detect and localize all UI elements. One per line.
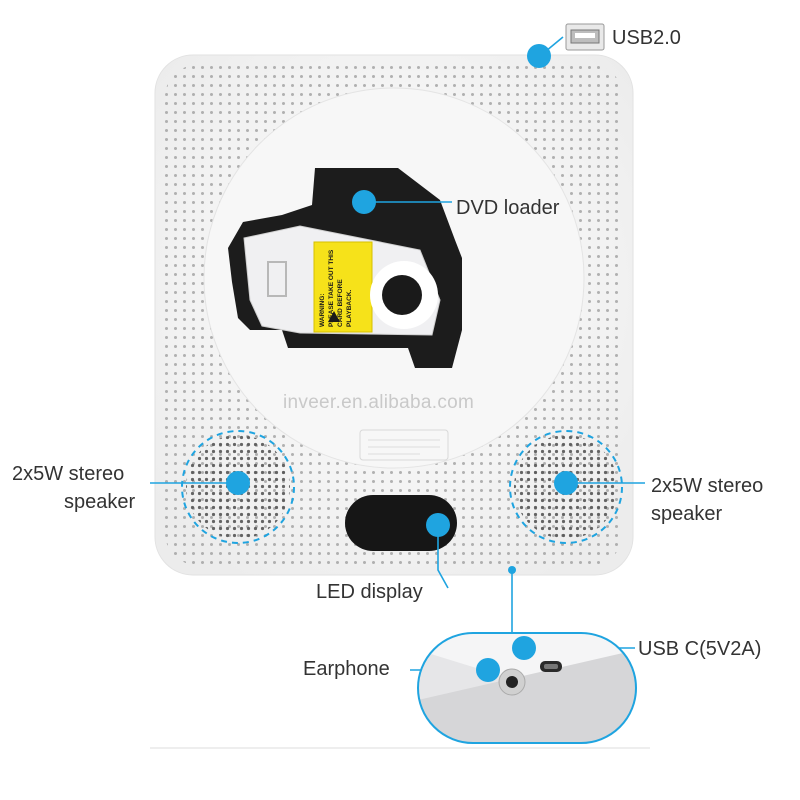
callout-dot-icon [527,44,551,68]
tray-slot [267,261,287,297]
leader-led [437,525,449,589]
port-closeup [417,632,637,744]
warning-sticker [313,241,373,333]
watermark: inveer.en.alibaba.com [283,392,475,413]
label-speaker-right-1: 2x5W stereo [651,475,764,497]
usb-port-icon [565,23,605,51]
label-earphone: Earphone [303,658,390,680]
earphone-jack-icon [498,668,526,696]
label-speaker-left-1: 2x5W stereo [12,463,125,485]
label-usb2: USB2.0 [612,27,681,49]
warning-title: WARNING: [319,293,326,327]
spindle [382,275,422,315]
led-display [345,495,457,551]
speaker-right-ring [509,430,623,544]
warning-sticker-text: WARNING: PLEASE TAKE OUT THIS CARD BEFOR… [318,247,368,327]
warning-line-2: CARD BEFORE PLAYBACK. [337,279,353,327]
label-plate [359,429,449,461]
label-speaker-right-2: speaker [651,503,723,525]
callout-dot-icon [426,513,450,537]
callout-dot-icon [554,471,578,495]
label-usb-c: USB C(5V2A) [638,638,762,660]
callout-dot-icon [352,190,376,214]
callout-dot-icon [226,471,250,495]
usb-c-port-icon [540,661,562,672]
label-dvd-loader: DVD loader [456,197,560,219]
callout-dot-icon [476,658,500,682]
label-led-display: LED display [316,581,423,603]
label-speaker-left-2: speaker [64,491,136,513]
callout-dot-icon [512,636,536,660]
callout-dot-icon [508,566,516,574]
warning-line-1: PLEASE TAKE OUT THIS [328,249,335,327]
speaker-left-ring [181,430,295,544]
